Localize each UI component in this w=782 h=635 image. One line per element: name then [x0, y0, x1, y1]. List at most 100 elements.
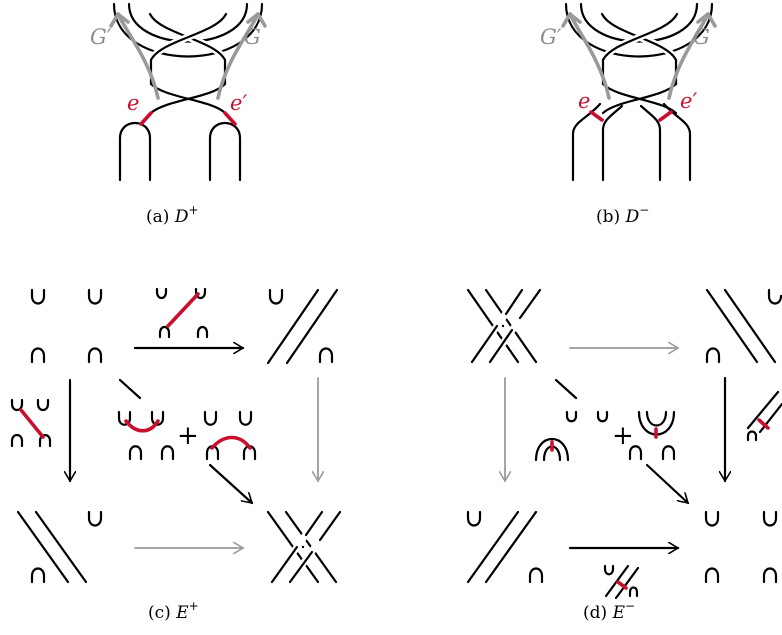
edge-arc — [124, 419, 160, 433]
cup-right — [208, 122, 242, 182]
edge — [757, 418, 770, 430]
strand-diag — [484, 510, 538, 584]
edge — [166, 292, 200, 328]
cap — [704, 567, 720, 584]
strand-diag — [466, 510, 520, 584]
strand-left — [571, 102, 602, 182]
cap — [628, 445, 643, 461]
gray-arrow — [667, 12, 710, 100]
cup — [767, 288, 782, 305]
caption-b: (b) D− — [596, 203, 649, 227]
gray-arrow — [216, 12, 260, 100]
caption-d: (d) E− — [583, 599, 635, 623]
strand-inner-arc — [579, 2, 699, 43]
arrow-diag — [208, 463, 252, 505]
edge-e-prime — [223, 111, 237, 126]
strand-diag — [288, 510, 342, 584]
strand-diag — [705, 288, 759, 364]
panel-d: + (d) E− — [466, 288, 782, 623]
strand-box — [149, 58, 227, 86]
cup — [238, 410, 253, 426]
cap — [87, 347, 103, 364]
cup — [10, 398, 24, 412]
cup — [155, 287, 168, 300]
strand-diag — [614, 566, 640, 600]
plus-sign: + — [612, 421, 634, 451]
cup — [603, 564, 615, 576]
cap — [746, 430, 758, 442]
strand-left-inner — [601, 104, 624, 182]
panel-b: G′ G e e′ (b) D− — [540, 2, 717, 227]
label-e: e — [127, 91, 139, 115]
strand-right-inner — [639, 104, 662, 182]
cup — [203, 410, 218, 426]
strand-crossing — [149, 12, 228, 62]
label-g: G — [244, 25, 261, 49]
strand-diag — [746, 390, 780, 430]
edge-arc — [210, 435, 252, 450]
cap — [705, 347, 721, 364]
strand-crossing — [601, 12, 679, 62]
strand-diag — [285, 288, 339, 365]
edge — [616, 580, 628, 590]
cap-arc — [534, 437, 570, 462]
cup — [87, 288, 103, 305]
edge-e — [139, 111, 153, 126]
cup — [762, 510, 778, 527]
panel-c: + (c) E+ — [10, 287, 343, 623]
cup — [117, 410, 132, 426]
strand-box — [601, 58, 678, 86]
cap — [628, 586, 639, 598]
strand-diag — [266, 288, 320, 365]
strand-diag — [488, 288, 542, 364]
cup — [87, 510, 103, 527]
cup — [36, 398, 50, 412]
gray-arrow — [568, 12, 611, 100]
cap — [30, 567, 46, 584]
label-g-prime: G′ — [540, 25, 562, 49]
strand-inner-arc — [127, 2, 249, 43]
cup — [194, 287, 207, 300]
cap — [30, 347, 46, 364]
label-g: G — [693, 25, 710, 49]
caption-c: (c) E+ — [148, 599, 199, 623]
cap — [38, 433, 52, 448]
cap — [528, 567, 544, 584]
label-e-prime: e′ — [230, 91, 247, 115]
cup-left — [118, 122, 152, 182]
label-g-prime: G′ — [90, 25, 112, 49]
strand-right — [662, 102, 692, 182]
cap — [160, 445, 175, 461]
cap — [762, 567, 778, 584]
cup-arc-inner — [645, 410, 668, 427]
cup — [565, 410, 578, 423]
plus-sign: + — [177, 421, 199, 451]
cap — [10, 433, 24, 448]
cup — [30, 288, 46, 305]
cap — [196, 325, 209, 339]
label-e-prime: e′ — [680, 89, 697, 113]
strand-diag — [470, 288, 524, 364]
cup — [596, 410, 609, 423]
diag-mark — [554, 378, 578, 400]
cap — [128, 445, 143, 461]
cap — [318, 347, 334, 364]
strand-lower-crossing — [601, 82, 678, 115]
strand-diag — [723, 288, 777, 364]
strand-lower-crossing — [149, 82, 227, 115]
strand-diag — [758, 402, 782, 434]
strand-diag — [16, 510, 70, 584]
edge-e-prime — [658, 110, 673, 122]
panel-a: G′ G e e′ (a) D+ — [90, 2, 267, 227]
cap — [158, 325, 171, 339]
strand-outer-arc — [564, 2, 714, 58]
cup — [268, 288, 284, 305]
label-e: e — [578, 89, 590, 113]
diag-mark — [118, 378, 142, 400]
edge-e — [589, 110, 604, 122]
strand-diag — [34, 510, 88, 584]
edge — [19, 408, 45, 439]
gray-arrow — [116, 12, 160, 100]
arrow-diag — [645, 463, 688, 505]
